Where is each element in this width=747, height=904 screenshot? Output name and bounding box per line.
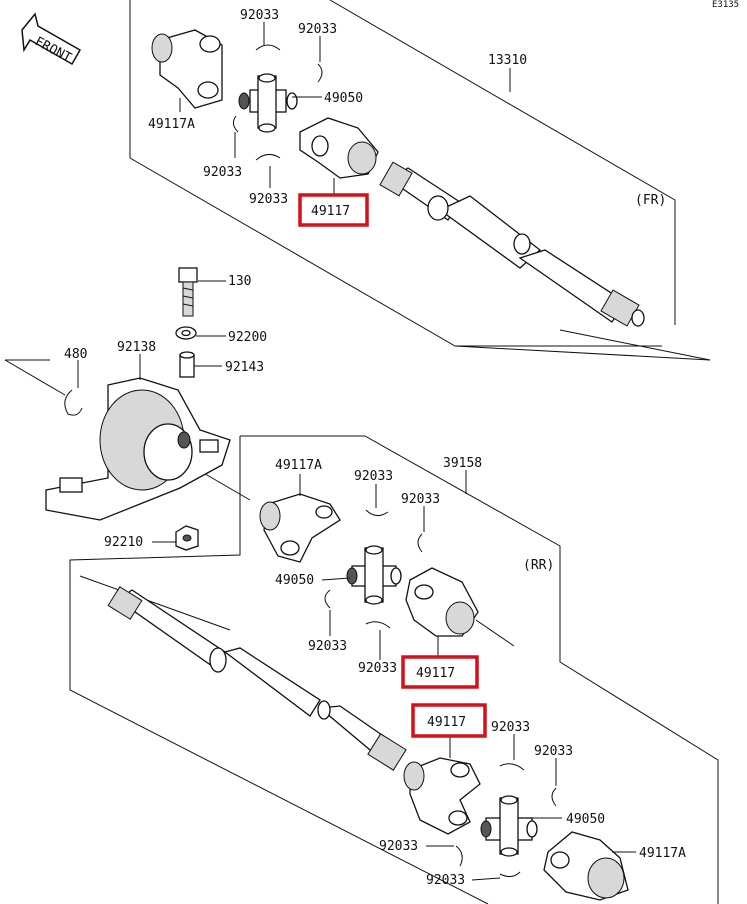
front-arrow-icon: FRONT [21,12,82,66]
label-92138: 92138 [117,340,156,355]
front-circlips [232,44,323,161]
front-yoke-49117A [151,29,223,109]
nut-92210 [175,525,199,551]
rear-circlips [324,509,557,878]
highlight-box [298,193,369,227]
label-92033: 92033 [534,744,573,759]
front-yoke-49117 [299,117,379,179]
rear-leaders [299,470,636,881]
label-49050: 49050 [566,812,605,827]
highlight-box [401,655,479,689]
label-49117: 49117 [416,666,455,681]
circlip-480 [64,389,83,416]
label-92033: 92033 [298,22,337,37]
label-92033: 92033 [426,873,465,888]
section-label-front: (FR) [635,193,666,208]
collar-92143 [179,351,195,378]
label-49117: 49117 [311,204,350,219]
rear-yoke-49117-mid [405,567,515,647]
label-39158: 39158 [443,456,482,471]
front-cross-49050 [238,73,298,133]
rear-cross-49050-low [480,795,538,857]
rear-yoke-49117A-top [259,493,341,563]
label-480: 480 [64,347,87,362]
label-130: 130 [228,274,251,289]
label-92033: 92033 [249,192,288,207]
center-leaders [77,280,226,543]
front-propeller-shaft [379,161,645,327]
label-92200: 92200 [228,330,267,345]
diagram-code: E3135 [712,0,739,10]
washer-92200 [175,326,197,340]
label-49117A: 49117A [639,846,686,861]
label-49117A: 49117A [275,458,322,473]
label-92143: 92143 [225,360,264,375]
label-92033: 92033 [401,492,440,507]
rear-yoke-49117A-low [543,831,629,901]
label-49050: 49050 [275,573,314,588]
label-92033: 92033 [240,8,279,23]
highlight-box [411,703,487,738]
rear-cross-49050-top [346,545,402,605]
bolt-130 [178,267,198,317]
rear-yoke-49117-low [403,757,481,835]
label-49117: 49117 [427,715,466,730]
label-13310: 13310 [488,53,527,68]
label-92033: 92033 [203,165,242,180]
label-92033: 92033 [308,639,347,654]
front-section-frame [129,0,711,361]
bearing-housing-92138 [45,377,231,521]
label-49050: 49050 [324,91,363,106]
label-49117A: 49117A [148,117,195,132]
label-92210: 92210 [104,535,143,550]
label-92033: 92033 [354,469,393,484]
section-label-rear: (RR) [523,558,554,573]
front-leaders [179,22,511,195]
label-92033: 92033 [379,839,418,854]
rear-propeller-shaft [79,575,407,771]
label-92033: 92033 [491,720,530,735]
label-92033: 92033 [358,661,397,676]
